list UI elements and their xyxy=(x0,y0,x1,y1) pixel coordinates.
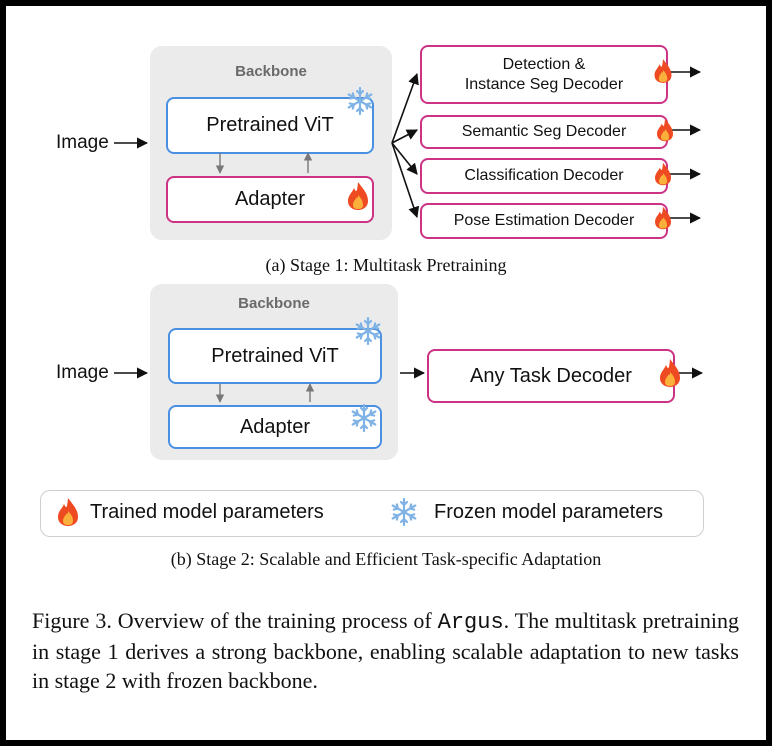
fanout-arrow-detection xyxy=(391,72,419,144)
decoder-semantic-seg: Semantic Seg Decoder xyxy=(420,115,668,149)
legend-trained-label: Trained model parameters xyxy=(90,501,324,523)
decoder-semantic-seg-label: Semantic Seg Decoder xyxy=(461,123,627,140)
stage2-caption: (b) Stage 2: Scalable and Efficient Task… xyxy=(170,549,602,569)
flame-icon xyxy=(655,162,671,186)
diagram-overlay xyxy=(58,59,704,527)
fanout-arrow-pose xyxy=(391,142,420,219)
snowflake-icon xyxy=(351,403,377,433)
figure-page: Backbone Pretrained ViT Adapter Image De… xyxy=(6,6,766,740)
decoder-pose-estimation: Pose Estimation Decoder xyxy=(420,203,668,239)
flame-icon xyxy=(655,206,671,230)
snowflake-icon xyxy=(355,316,381,346)
stage1-adapter-box: Adapter xyxy=(166,176,374,223)
decoder-detection-line1: Detection & xyxy=(502,55,586,73)
flame-icon xyxy=(660,359,680,387)
fanout-arrow-semantic xyxy=(391,129,418,144)
figure-caption-prefix: Figure 3. Overview of the training proce… xyxy=(32,608,438,633)
any-task-decoder-label: Any Task Decoder xyxy=(470,365,632,387)
stage2-pretrained-vit-box: Pretrained ViT xyxy=(168,328,382,384)
flame-icon xyxy=(654,59,672,83)
snowflake-icon xyxy=(347,86,373,116)
flame-icon xyxy=(58,498,78,526)
decoder-pose-estimation-label: Pose Estimation Decoder xyxy=(453,212,635,229)
stage1-pretrained-vit-box: Pretrained ViT xyxy=(166,97,374,154)
stage2-pretrained-vit-label: Pretrained ViT xyxy=(211,344,339,367)
figure-caption-suffix: . The multitask pretraining in stage 1 d… xyxy=(32,608,739,693)
legend-box xyxy=(40,490,704,537)
stage2-adapter-label: Adapter xyxy=(239,415,311,438)
decoder-detection-line2: Instance Seg Decoder xyxy=(464,75,624,93)
stage1-backbone-title: Backbone xyxy=(235,63,307,80)
stage1-adapter-label: Adapter xyxy=(234,188,306,210)
figure-caption-model-name: Argus xyxy=(437,610,504,635)
stage1-image-label: Image xyxy=(56,132,109,153)
fanout-arrow-classification xyxy=(391,142,418,175)
stage2-image-label: Image xyxy=(56,362,109,383)
stage1-caption: (a) Stage 1: Multitask Pretraining xyxy=(265,255,507,275)
decoder-classification: Classification Decoder xyxy=(420,158,668,194)
figure-caption: Figure 3. Overview of the training proce… xyxy=(32,606,739,695)
snowflake-icon xyxy=(391,497,417,527)
any-task-decoder-box: Any Task Decoder xyxy=(427,349,675,403)
decoder-classification-label: Classification Decoder xyxy=(464,167,624,184)
flame-icon xyxy=(657,118,673,142)
stage2-adapter-box: Adapter xyxy=(168,405,382,449)
flame-icon xyxy=(348,182,368,210)
stage2-backbone-title: Backbone xyxy=(238,295,310,312)
stage1-pretrained-vit-label: Pretrained ViT xyxy=(206,114,334,136)
legend-frozen-label: Frozen model parameters xyxy=(434,501,663,523)
